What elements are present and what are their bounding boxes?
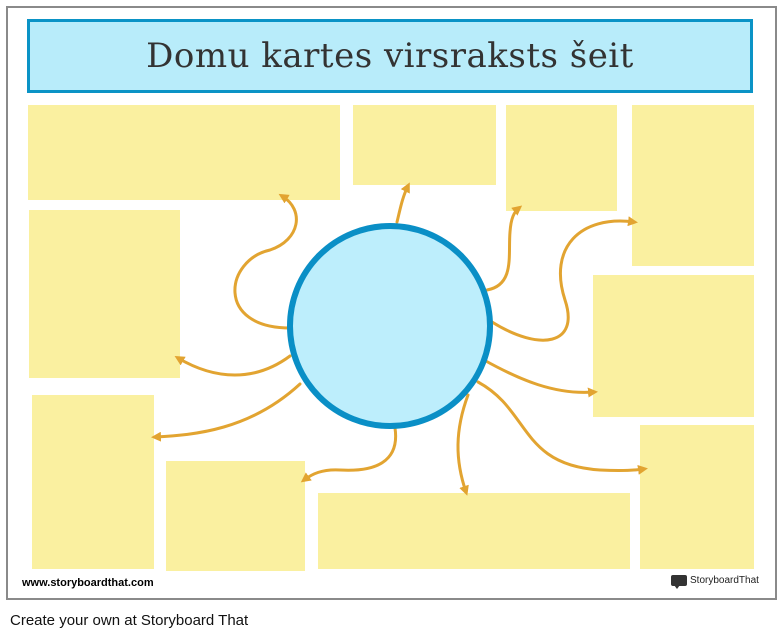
arrow-to-box-7	[151, 382, 302, 442]
credit-text[interactable]: Create your own at Storyboard That	[10, 612, 249, 629]
arrow-to-box-2	[395, 182, 410, 224]
note-box-10[interactable]	[640, 425, 754, 569]
title-banner[interactable]: Domu kartes virsraksts šeit	[27, 19, 753, 93]
brand-name: StoryboardThat	[690, 575, 759, 586]
note-box-4[interactable]	[632, 105, 754, 266]
note-box-2[interactable]	[353, 105, 496, 185]
page-title: Domu kartes virsraksts šeit	[146, 36, 634, 76]
arrow-to-box-8	[300, 426, 398, 483]
note-box-8[interactable]	[166, 461, 305, 571]
arrow-to-box-4	[490, 216, 638, 342]
note-box-5[interactable]	[29, 210, 180, 378]
note-box-9[interactable]	[318, 493, 630, 569]
arrow-to-box-3	[485, 205, 523, 292]
central-topic-circle[interactable]	[287, 223, 493, 429]
note-box-3[interactable]	[506, 105, 617, 211]
arrow-to-box-10	[476, 380, 648, 475]
brand-logo[interactable]: StoryboardThat	[671, 575, 759, 589]
note-box-6[interactable]	[593, 275, 754, 417]
arrow-to-box-9	[456, 393, 470, 496]
arrow-to-box-6	[482, 358, 598, 398]
note-box-1[interactable]	[28, 105, 340, 200]
footer-url[interactable]: www.storyboardthat.com	[22, 577, 154, 589]
storyboardthat-logo-icon	[671, 575, 687, 589]
arrow-to-box-1	[233, 193, 298, 330]
note-box-7[interactable]	[32, 395, 154, 569]
arrow-to-box-5	[174, 354, 292, 377]
